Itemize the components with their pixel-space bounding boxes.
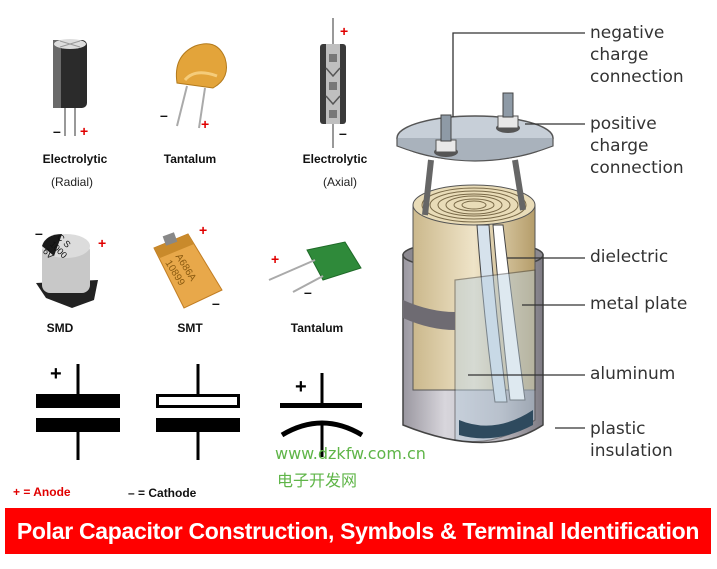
cap-label-electrolytic-radial: Electrolytic <box>42 152 108 166</box>
callout-dielectric: dielectric <box>590 247 669 267</box>
symbol-plus-sign: + <box>50 363 62 385</box>
symbol-polarized-hollow-plate-icon <box>156 364 240 460</box>
minus-sign: – <box>160 107 168 123</box>
cap-label-smt: SMT <box>177 321 203 335</box>
callout-plastic-insulation: plastic insulation <box>590 419 673 461</box>
plus-sign: + <box>199 222 208 238</box>
watermark-url: www.dzkfw.com.cn <box>275 444 426 463</box>
minus-sign: – <box>304 284 312 300</box>
plus-sign: + <box>201 116 210 132</box>
tantalum-dipped-capacitor-icon <box>268 241 362 293</box>
smt-tantalum-capacitor-icon <box>153 232 223 309</box>
callout-aluminum: aluminum <box>590 364 676 384</box>
tantalum-bead-capacitor-icon <box>175 43 227 129</box>
radial-electrolytic-capacitor-icon <box>53 39 87 136</box>
symbol-polarized-filled-plates-icon <box>36 364 120 460</box>
cap-label-tantalum: Tantalum <box>163 152 217 166</box>
legend-anode: + = Anode <box>13 485 71 499</box>
minus-sign: – <box>35 225 43 241</box>
title-banner: Polar Capacitor Construction, Symbols & … <box>5 508 711 554</box>
minus-sign: – <box>212 295 220 311</box>
cap-label-electrolytic-axial: Electrolytic <box>302 152 368 166</box>
plus-sign: + <box>340 23 349 39</box>
minus-sign: – <box>53 123 61 139</box>
minus-sign: – <box>339 125 347 141</box>
plus-sign: + <box>98 235 107 251</box>
cap-label-smd: SMD <box>46 321 74 335</box>
plus-sign: + <box>271 251 280 267</box>
cap-sub-radial: (Radial) <box>50 175 93 189</box>
axial-electrolytic-capacitor-icon <box>320 18 346 148</box>
plus-sign: + <box>80 123 89 139</box>
callout-metal-plate: metal plate <box>590 294 688 314</box>
callout-negative-charge-connection: negative charge connection <box>590 23 684 87</box>
symbol-plus-sign: + <box>295 376 307 398</box>
callout-positive-charge-connection: positive charge connection <box>590 114 684 178</box>
leader-negative <box>452 32 585 117</box>
smd-electrolytic-capacitor-icon <box>36 234 98 308</box>
capacitor-construction-cutaway-icon <box>396 92 554 444</box>
cap-sub-axial: (Axial) <box>322 175 357 189</box>
symbol-polarized-curved-plate-icon <box>280 373 364 457</box>
legend-cathode: – = Cathode <box>128 486 197 500</box>
cap-label-tantalum-dipped: Tantalum <box>290 321 344 335</box>
watermark-cn: 电子开发网 <box>277 471 358 490</box>
